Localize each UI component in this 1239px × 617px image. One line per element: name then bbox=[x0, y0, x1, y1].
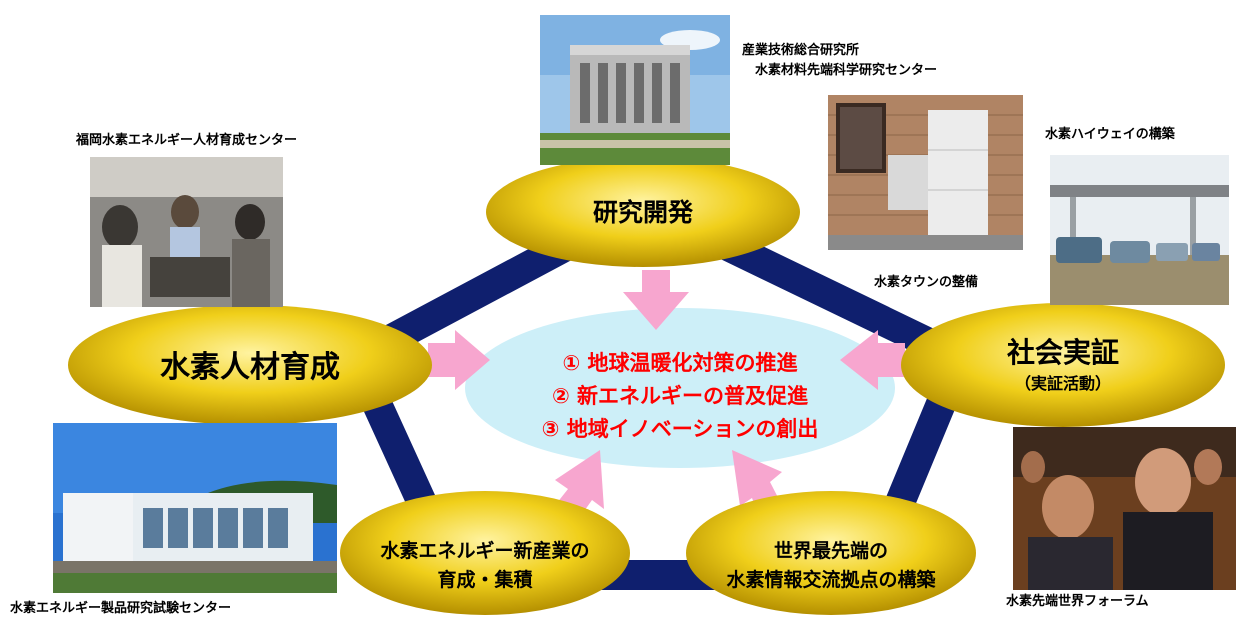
demo-subtitle: （実証活動） bbox=[1015, 374, 1111, 393]
demo-title: 社会実証 bbox=[1007, 336, 1119, 369]
info-oval bbox=[686, 491, 976, 615]
arrow-from-research bbox=[623, 270, 689, 330]
goal-1: ① 地球温暖化対策の推進 bbox=[562, 351, 797, 375]
goal-3: ③ 地域イノベーションの創出 bbox=[542, 417, 819, 441]
town-label: 水素タウンの整備 bbox=[874, 275, 979, 290]
hydrogen-highway-photo bbox=[1050, 155, 1229, 305]
demo-oval bbox=[901, 303, 1225, 427]
arrow-from-demo bbox=[840, 330, 905, 390]
research-label: 研究開発 bbox=[593, 198, 694, 227]
arrow-from-talent bbox=[428, 330, 490, 390]
hydrogen-town-photo bbox=[828, 95, 1023, 250]
aist-label-line1: 産業技術総合研究所 bbox=[742, 43, 860, 58]
pentagon-frame bbox=[336, 188, 980, 590]
talent-label: 水素人材育成 bbox=[160, 350, 340, 385]
fukuoka-center-label: 福岡水素エネルギー人材育成センター bbox=[76, 133, 298, 148]
info-label-line2: 水素情報交流拠点の構築 bbox=[726, 568, 936, 591]
aist-building-photo bbox=[540, 15, 730, 165]
highway-label: 水素ハイウェイの構築 bbox=[1045, 127, 1175, 142]
test-center-photo bbox=[53, 423, 337, 593]
fukuoka-center-photo bbox=[90, 157, 283, 307]
talent-oval bbox=[68, 305, 432, 425]
forum-label: 水素先端世界フォーラム bbox=[1006, 594, 1149, 609]
research-oval bbox=[486, 157, 800, 267]
goal-2: ② 新エネルギーの普及促進 bbox=[552, 384, 808, 408]
aist-label-line2: 水素材料先端科学研究センター bbox=[755, 63, 938, 78]
test-center-label: 水素エネルギー製品研究試験センター bbox=[10, 601, 232, 616]
info-label-line1: 世界最先端の bbox=[774, 539, 888, 562]
industry-oval bbox=[340, 491, 630, 615]
industry-label-line2: 育成・集積 bbox=[437, 568, 532, 591]
industry-label-line1: 水素エネルギー新産業の bbox=[380, 539, 589, 562]
forum-photo bbox=[1013, 427, 1236, 590]
center-goals-ellipse bbox=[465, 308, 895, 468]
